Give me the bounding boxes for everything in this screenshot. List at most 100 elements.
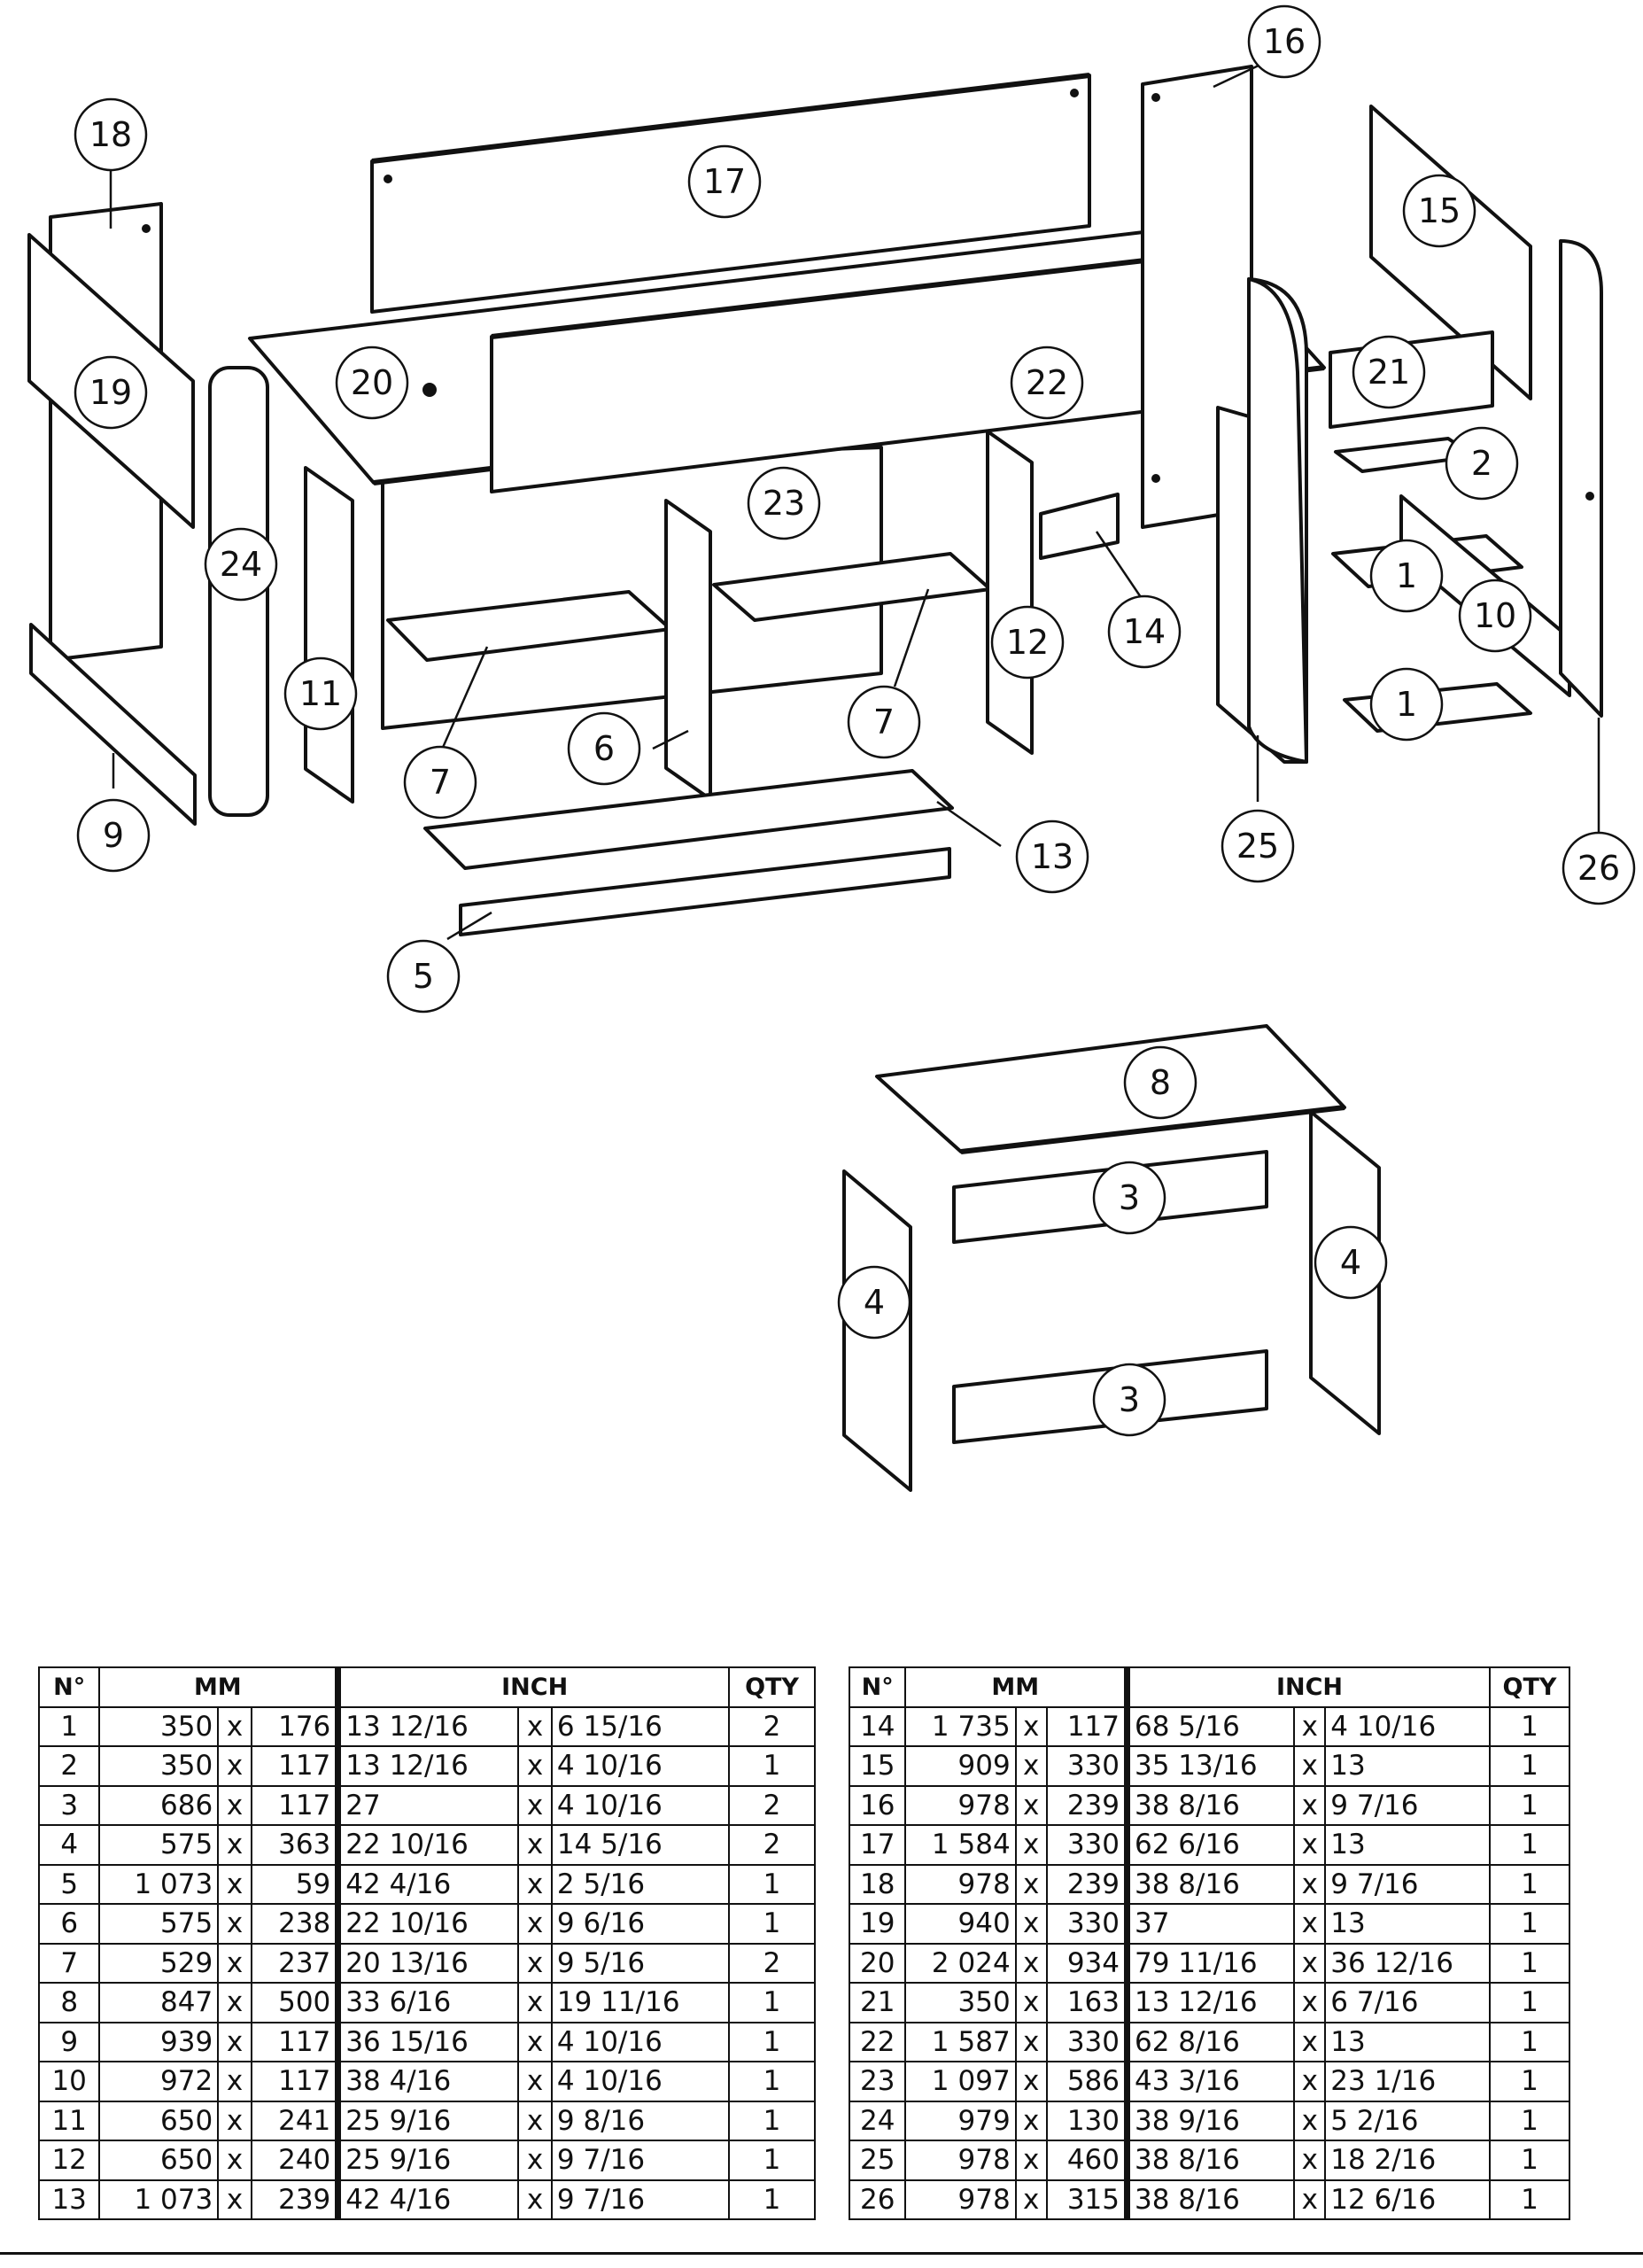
- inch-width-cell: 4 10/16: [550, 2021, 731, 2062]
- mm-width-cell: 330: [1045, 1903, 1130, 1945]
- mm-length-cell: 979: [904, 2100, 1017, 2141]
- callout-11: 11: [283, 656, 358, 731]
- part-number-cell: 12: [37, 2140, 101, 2181]
- mm-times-cell: x: [217, 1863, 252, 1905]
- mm-times-cell: x: [217, 2179, 252, 2220]
- mm-times-cell: x: [217, 2100, 252, 2141]
- part-number-cell: 4: [37, 1824, 101, 1866]
- quantity-cell: 1: [1489, 1982, 1570, 2023]
- callout-21: 21: [1352, 335, 1426, 409]
- inch-width-cell: 6 7/16: [1324, 1982, 1492, 2023]
- mm-width-cell: 240: [250, 2140, 342, 2181]
- header-inch: INCH: [337, 1666, 731, 1708]
- part-number-cell: 3: [37, 1784, 101, 1826]
- quantity-cell: 2: [728, 1824, 816, 1866]
- dowel-hole: [422, 383, 437, 397]
- inch-times-cell: x: [1293, 1784, 1327, 1826]
- part-number-cell: 21: [848, 1982, 907, 2023]
- mm-width-cell: 117: [250, 2061, 342, 2102]
- quantity-cell: 2: [728, 1705, 816, 1747]
- quantity-cell: 1: [728, 1903, 816, 1945]
- mm-width-cell: 315: [1045, 2179, 1130, 2220]
- mm-width-cell: 239: [1045, 1863, 1130, 1905]
- mm-length-cell: 940: [904, 1903, 1017, 1945]
- quantity-cell: 1: [728, 2021, 816, 2062]
- panel-8-edge: [960, 1105, 1345, 1154]
- mm-times-cell: x: [217, 2021, 252, 2062]
- inch-times-cell: x: [517, 1903, 553, 1945]
- inch-times-cell: x: [1293, 1745, 1327, 1787]
- part-number-cell: 5: [37, 1863, 101, 1905]
- quantity-cell: 1: [728, 2061, 816, 2102]
- callout-12: 12: [990, 605, 1065, 680]
- inch-length-cell: 42 4/16: [337, 2179, 520, 2220]
- mm-length-cell: 1 073: [98, 1863, 220, 1905]
- dowel-hole: [1151, 474, 1160, 483]
- inch-length-cell: 68 5/16: [1126, 1705, 1296, 1747]
- mm-times-cell: x: [217, 1942, 252, 1984]
- part-number-cell: 13: [37, 2179, 101, 2220]
- callout-6: 6: [567, 711, 641, 786]
- panel-25-face: [1247, 277, 1308, 764]
- panel-6: [664, 499, 712, 801]
- inch-length-cell: 13 12/16: [1126, 1982, 1296, 2023]
- part-number-cell: 17: [848, 1824, 907, 1866]
- mm-width-cell: 117: [1045, 1705, 1130, 1747]
- panel-13: [423, 769, 954, 870]
- mm-times-cell: x: [1014, 2061, 1048, 2102]
- quantity-cell: 1: [1489, 2061, 1570, 2102]
- mm-times-cell: x: [217, 1705, 252, 1747]
- mm-times-cell: x: [1014, 1705, 1048, 1747]
- svg-text:19: 19: [89, 373, 132, 412]
- callout-4b: 4: [1314, 1225, 1388, 1300]
- svg-text:25: 25: [1236, 827, 1279, 866]
- mm-length-cell: 978: [904, 1863, 1017, 1905]
- leader-7b: [893, 588, 930, 687]
- panel-22-edge: [491, 250, 1214, 339]
- dowel-hole: [1585, 492, 1594, 501]
- inch-width-cell: 4 10/16: [1324, 1705, 1492, 1747]
- callout-5: 5: [386, 939, 461, 1014]
- inch-length-cell: 38 8/16: [1126, 2140, 1296, 2181]
- svg-text:18: 18: [89, 115, 132, 154]
- mm-length-cell: 650: [98, 2100, 220, 2141]
- inch-length-cell: 27: [337, 1784, 520, 1826]
- mm-width-cell: 238: [250, 1903, 342, 1945]
- inch-width-cell: 9 6/16: [550, 1903, 731, 1945]
- svg-text:24: 24: [220, 545, 262, 584]
- mm-length-cell: 847: [98, 1982, 220, 2023]
- inch-width-cell: 13: [1324, 2021, 1492, 2062]
- inch-times-cell: x: [1293, 1903, 1327, 1945]
- part-number-cell: 8: [37, 1982, 101, 2023]
- callout-26: 26: [1562, 831, 1636, 905]
- quantity-cell: 1: [1489, 1903, 1570, 1945]
- inch-length-cell: 38 8/16: [1126, 1863, 1296, 1905]
- inch-length-cell: 33 6/16: [337, 1982, 520, 2023]
- leader-14: [1095, 531, 1146, 603]
- part-number-cell: 23: [848, 2061, 907, 2102]
- inch-length-cell: 43 3/16: [1126, 2061, 1296, 2102]
- header-mm: MM: [904, 1666, 1130, 1708]
- inch-times-cell: x: [1293, 1863, 1327, 1905]
- callout-13: 13: [1015, 819, 1089, 894]
- part-number-cell: 14: [848, 1705, 907, 1747]
- inch-width-cell: 13: [1324, 1745, 1492, 1787]
- mm-length-cell: 686: [98, 1784, 220, 1826]
- inch-times-cell: x: [517, 1824, 553, 1866]
- dowel-hole: [384, 175, 392, 183]
- callout-10: 10: [1458, 579, 1532, 653]
- inch-width-cell: 36 12/16: [1324, 1942, 1492, 1984]
- svg-text:6: 6: [593, 729, 615, 768]
- panel-11: [304, 466, 354, 804]
- svg-text:9: 9: [103, 816, 124, 855]
- inch-times-cell: x: [1293, 2021, 1327, 2062]
- inch-width-cell: 4 10/16: [550, 2061, 731, 2102]
- quantity-cell: 2: [728, 1784, 816, 1826]
